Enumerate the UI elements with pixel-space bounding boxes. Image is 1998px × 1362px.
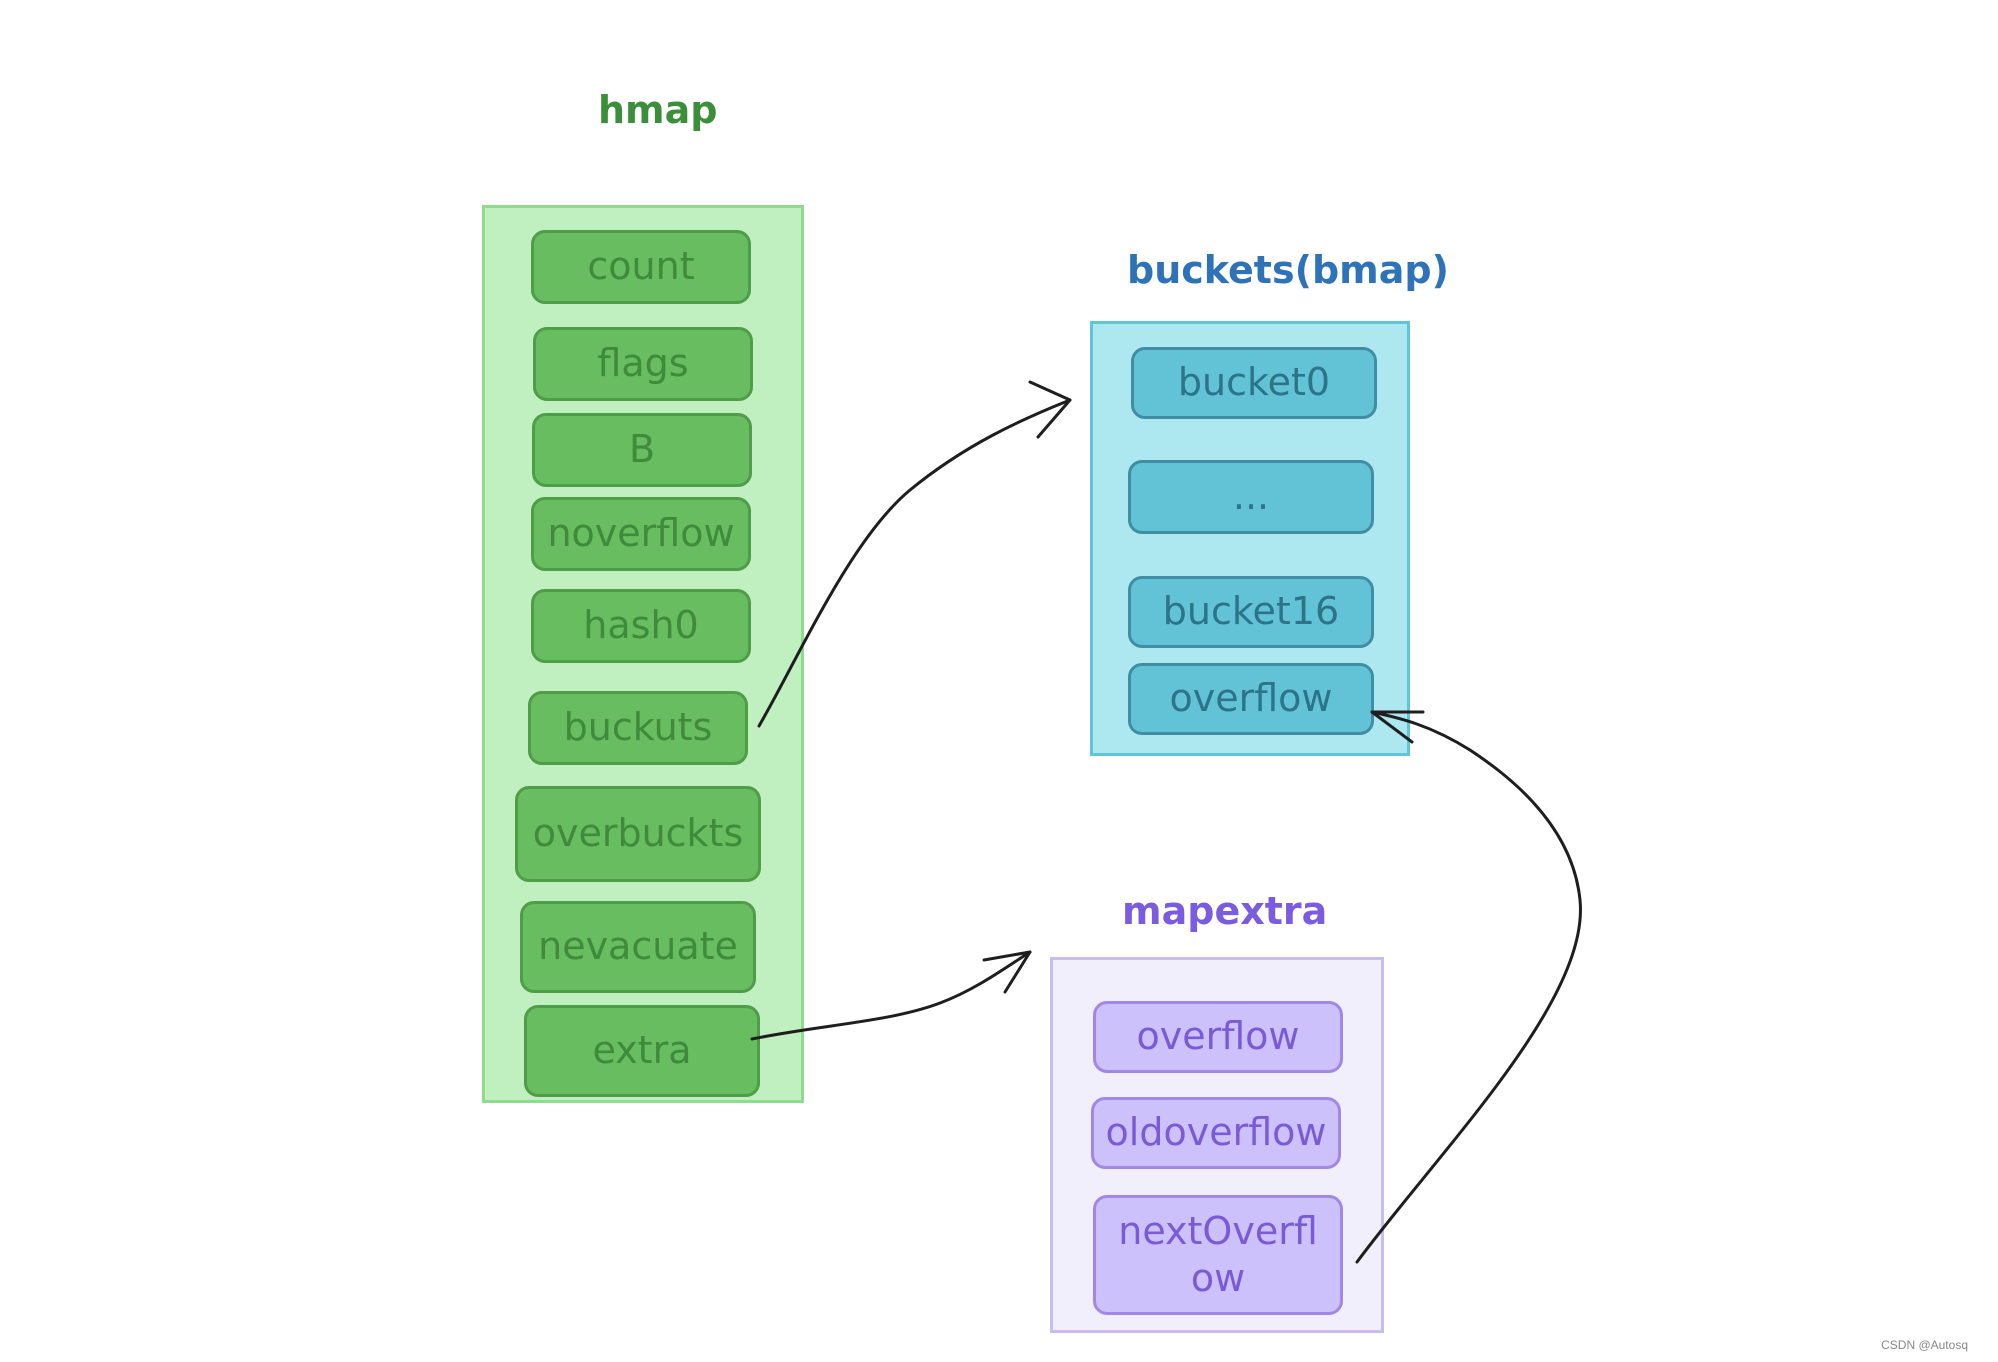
bucket-item-overflow[interactable]: overflow — [1128, 663, 1374, 735]
mapextra-title: mapextra — [1122, 889, 1328, 933]
mapextra-container: overflow oldoverflow nextOverflow — [1050, 957, 1384, 1333]
hmap-field-b[interactable]: B — [532, 413, 752, 487]
arrow-extra-to-mapextra-head — [982, 950, 1032, 994]
hmap-field-buckets[interactable]: buckuts — [528, 691, 748, 765]
hmap-field-noverflow[interactable]: noverflow — [531, 497, 751, 571]
mapextra-item-oldoverflow[interactable]: oldoverflow — [1091, 1097, 1341, 1169]
buckets-container: bucket0 ... bucket16 overflow — [1090, 321, 1410, 756]
mapextra-item-nextoverflow[interactable]: nextOverflow — [1093, 1195, 1343, 1315]
hmap-field-flags[interactable]: flags — [533, 327, 753, 401]
arrow-extra-to-mapextra — [750, 950, 1032, 1041]
arrow-nextoverflow-to-overflow-head — [1370, 710, 1425, 744]
hmap-field-hash0[interactable]: hash0 — [531, 589, 751, 663]
buckets-title: buckets(bmap) — [1127, 248, 1449, 292]
hmap-field-nevacuate[interactable]: nevacuate — [520, 901, 756, 993]
arrow-nextoverflow-to-overflow — [1355, 710, 1582, 1264]
hmap-field-count[interactable]: count — [531, 230, 751, 304]
hmap-container: count flags B noverflow hash0 buckuts ov… — [482, 205, 804, 1103]
hmap-field-extra[interactable]: extra — [524, 1005, 760, 1097]
hmap-title: hmap — [598, 88, 718, 132]
mapextra-item-overflow[interactable]: overflow — [1093, 1001, 1343, 1073]
bucket-item-bucket16[interactable]: bucket16 — [1128, 576, 1374, 648]
arrow-buckets-to-bmap-head — [1028, 380, 1072, 439]
bucket-item-bucket0[interactable]: bucket0 — [1131, 347, 1377, 419]
arrow-buckets-to-bmap — [757, 398, 1072, 728]
hmap-field-overbuckets[interactable]: overbuckts — [515, 786, 761, 882]
watermark: CSDN @Autosq — [1881, 1338, 1968, 1352]
bucket-item-ellipsis[interactable]: ... — [1128, 460, 1374, 534]
